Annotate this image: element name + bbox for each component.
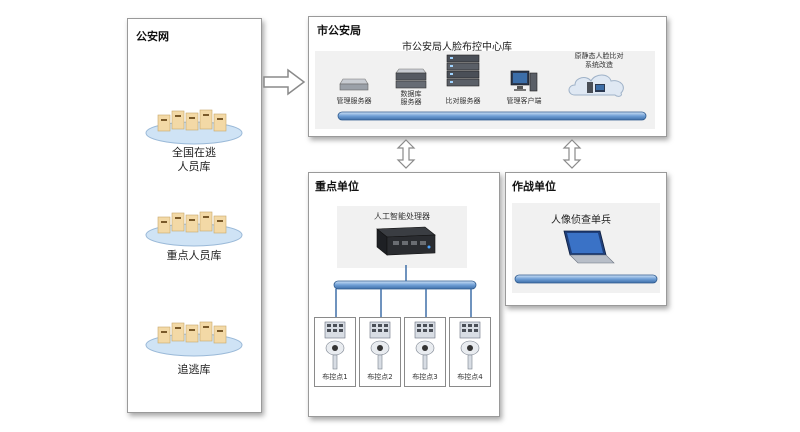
- key-unit-title: 重点单位: [315, 180, 359, 193]
- public-security-network-panel: 公安网 全国在逃 人员库 重点人员库: [127, 18, 262, 413]
- face-camera-icon: [414, 321, 436, 370]
- face-camera-icon: [459, 321, 481, 370]
- database-server-icon: [395, 67, 427, 95]
- management-client-icon: [509, 69, 539, 95]
- control-point-1: 布控点1: [314, 317, 356, 387]
- database-server-label: 数据库 服务器: [400, 90, 422, 106]
- control-point-3-label: 布控点3: [412, 373, 438, 381]
- combat-unit-panel: 作战单位 人像侦查单兵: [505, 172, 667, 306]
- comparison-server-label: 比对服务器: [445, 97, 481, 105]
- control-point-3: 布控点3: [404, 317, 446, 387]
- city-network-bus: [337, 110, 649, 122]
- public-security-network-title: 公安网: [136, 30, 169, 43]
- database-fugitive-national-icon: [144, 101, 244, 145]
- laptop-icon: [558, 229, 616, 269]
- management-server-icon: [339, 75, 369, 95]
- ai-processor-label: 人工智能处理器: [374, 212, 430, 221]
- processor-link: [405, 265, 407, 281]
- control-point-4-label: 布控点4: [457, 373, 483, 381]
- face-camera-icon: [369, 321, 391, 370]
- ai-processor-icon: [369, 225, 439, 263]
- bidirectional-arrow-icon: [562, 139, 582, 169]
- face-camera-icon: [324, 321, 346, 370]
- portrait-investigation-device-label: 人像侦查单兵: [551, 215, 611, 226]
- database-pursuit-icon: [144, 313, 244, 357]
- combat-unit-title: 作战单位: [512, 180, 556, 193]
- comparison-server-icon: [445, 53, 481, 95]
- cloud-icon: [565, 71, 629, 99]
- control-point-2-label: 布控点2: [367, 373, 393, 381]
- city-bureau-panel: 市公安局 市公安局人脸布控中心库 管理服务器 数据库 服务器 比对服务器: [308, 16, 667, 137]
- control-point-4: 布控点4: [449, 317, 491, 387]
- legacy-system-upgrade-label: 原静态人脸比对 系统改造: [574, 52, 624, 69]
- management-client-label: 管理客户端: [506, 97, 542, 105]
- database-key-persons-label: 重点人员库: [166, 249, 222, 262]
- camera-drop-lines: [309, 289, 499, 319]
- database-fugitive-national-label: 全国在逃 人员库: [172, 146, 216, 173]
- database-pursuit-label: 追逃库: [177, 363, 211, 376]
- key-unit-network-bus: [333, 279, 479, 291]
- bidirectional-arrow-icon: [396, 139, 416, 169]
- key-unit-panel: 重点单位 人工智能处理器: [308, 172, 500, 417]
- management-server-label: 管理服务器: [336, 97, 372, 105]
- city-bureau-title: 市公安局: [317, 24, 361, 37]
- right-arrow-icon: [262, 68, 306, 96]
- combat-unit-network-bus: [514, 273, 660, 285]
- control-point-2: 布控点2: [359, 317, 401, 387]
- database-key-persons-icon: [144, 203, 244, 247]
- control-point-1-label: 布控点1: [322, 373, 348, 381]
- face-control-center-title: 市公安局人脸布控中心库: [402, 42, 512, 53]
